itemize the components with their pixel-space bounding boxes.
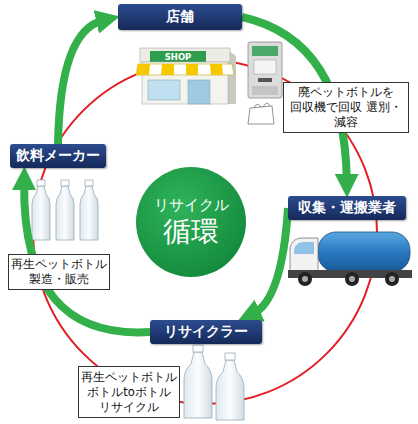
bottle-group [32, 180, 98, 240]
shop-sign-text: SHOP [150, 51, 206, 63]
description-box: 再生ペットボトル ボトルtoボトル リサイクル [78, 366, 180, 418]
circle-fill [136, 167, 246, 277]
stage-header: 店舗 [118, 4, 242, 30]
flow-arrow [253, 208, 288, 314]
tank-truck [288, 232, 412, 286]
description-box: 再生ペットボトル 製造・販売 [8, 254, 110, 290]
stage-title: リサイクラー [164, 323, 248, 341]
description-text: 再生ペットボトル ボトルtoボトル リサイクル [81, 370, 177, 415]
circle-text: リサイクル [154, 195, 229, 215]
shop-icon [136, 48, 236, 104]
description-box: 廃ペットボトルを 回収機で回収 選別・減容 [283, 82, 409, 133]
description-text: 再生ペットボトル 製造・販売 [11, 257, 107, 287]
circle-text: 循環 [163, 215, 219, 249]
collection-machine [248, 42, 282, 98]
bottle-group [184, 345, 244, 420]
stage-header: リサイクラー [150, 320, 262, 344]
stage-title: 収集・運搬業者 [298, 199, 396, 217]
stage-header: 飲料メーカー [10, 144, 106, 168]
stage-title: 飲料メーカー [16, 147, 100, 165]
stage-title: 店舗 [166, 8, 194, 26]
center-circle: リサイクル循環 [135, 166, 247, 278]
stage-header: 収集・運搬業者 [288, 196, 406, 220]
description-text: 廃ペットボトルを 回収機で回収 選別・減容 [287, 85, 405, 130]
flow-arrow [58, 20, 103, 144]
bag-icon [248, 103, 274, 124]
